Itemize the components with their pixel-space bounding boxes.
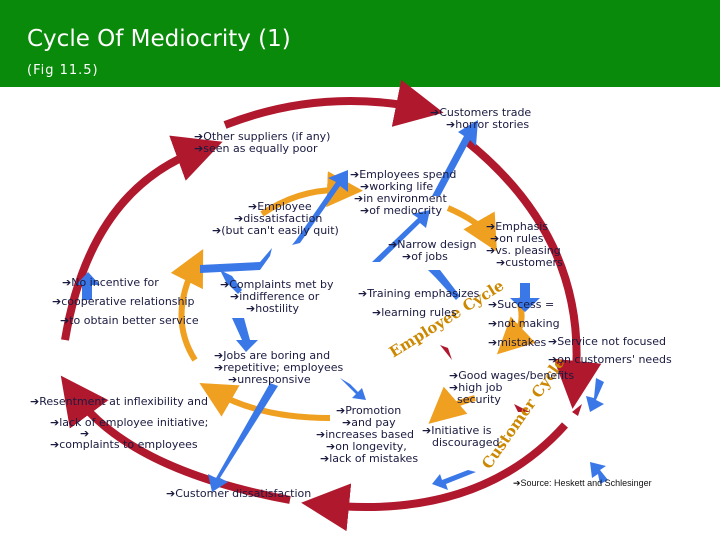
inner-cycle-arc-lower-right	[428, 386, 476, 424]
outer-cycle-arc-left	[61, 135, 223, 341]
connector-arrow	[372, 210, 430, 262]
connector-arrow	[432, 470, 476, 490]
label-resentment: ➔Resentment at inflexibility and ➔lack o…	[30, 395, 209, 451]
label-employee-dissatisfaction: ➔Employee ➔dissatisfaction ➔(but can't e…	[212, 200, 339, 237]
connector-arrow	[510, 283, 540, 312]
label-jobs-boring: ➔Jobs are boring and ➔repetitive; employ…	[214, 349, 344, 386]
label-other-suppliers: ➔Other suppliers (if any) ➔seen as equal…	[194, 130, 331, 155]
red-wedge-marker	[572, 404, 582, 416]
label-good-wages: ➔Good wages/benefits ➔high job security	[449, 369, 575, 406]
label-promotion: ➔Promotion ➔and pay ➔increases based ➔on…	[316, 404, 419, 465]
slide-title: Cycle Of Mediocrity (1)	[27, 26, 291, 52]
inner-cycle-arc-left	[170, 248, 204, 362]
connector-arrows	[76, 120, 608, 492]
source-citation: ➔Source: Heskett and Schlesinger	[513, 478, 652, 488]
connector-arrow	[220, 270, 242, 294]
connector-arrow	[432, 120, 478, 196]
red-wedge-marker	[440, 345, 452, 360]
label-complaints-met: ➔Complaints met by ➔indifference or ➔hos…	[220, 278, 334, 315]
connector-arrow	[76, 272, 100, 300]
label-customers-trade: ➔Customers trade ➔horror stories	[430, 106, 532, 131]
outer-cycle-arc-right	[462, 136, 602, 409]
red-wedge-marker	[514, 404, 530, 412]
connector-arrow	[292, 170, 348, 245]
figure-reference: (Fig 11.5)	[27, 63, 99, 78]
connector-arrow	[208, 383, 278, 492]
label-success-equals: ➔Success = ➔not making ➔mistakes	[488, 298, 560, 349]
connector-arrow	[232, 318, 258, 352]
label-employees-spend: ➔Employees spend ➔working life ➔in envir…	[350, 168, 457, 217]
label-service-not-focused: ➔Service not focused ➔on customers' need…	[548, 335, 672, 366]
label-no-incentive: ➔No incentive for ➔cooperative relations…	[52, 276, 199, 327]
inner-cycle-arc-upper-right	[446, 205, 497, 252]
connector-arrow	[590, 462, 608, 484]
outer-cycle-arc-bottom-right	[301, 422, 568, 532]
label-narrow-design: ➔Narrow design ➔of jobs	[388, 238, 477, 263]
title-bar: Cycle Of Mediocrity (1) (Fig 11.5)	[0, 0, 720, 87]
connector-arrow	[200, 248, 272, 273]
inner-cycle-arc-bottom	[199, 383, 331, 421]
label-training-emphasizes: ➔Training emphasizes ➔learning rules	[358, 287, 480, 319]
label-initiative: ➔Initiative is discouraged	[422, 424, 500, 449]
connector-arrow	[428, 270, 460, 300]
label-customer-dissatisfaction: ➔Customer dissatisfaction	[166, 487, 312, 500]
outer-cycle-arc-top	[223, 79, 444, 129]
connector-arrow	[340, 378, 366, 400]
outer-cycle-arc-bottom-left	[60, 375, 291, 504]
label-emphasis-rules: ➔Emphasis ➔on rules ➔vs. pleasing ➔custo…	[486, 220, 563, 269]
connector-arrow	[586, 378, 604, 412]
